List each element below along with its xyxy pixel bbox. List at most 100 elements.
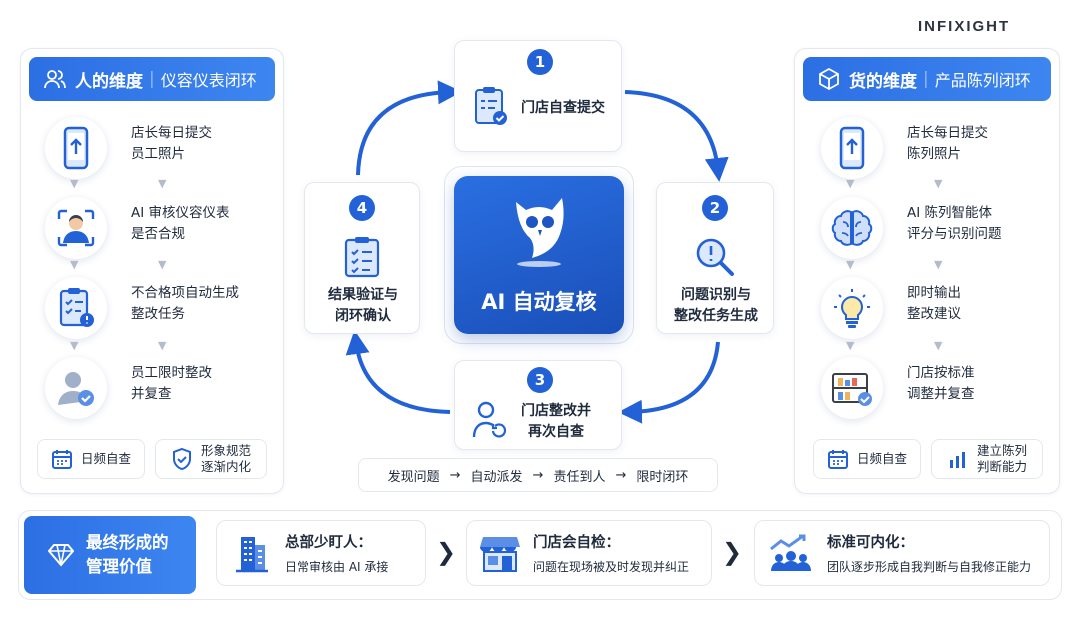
bar-chart-icon bbox=[949, 452, 965, 468]
value-item-3-desc: 团队逐步形成自我判断与自我修正能力 bbox=[827, 560, 1032, 574]
brain-icon bbox=[831, 210, 873, 246]
cycle-step-4-number: 4 bbox=[349, 195, 375, 221]
left-badge-norms-line1: 形象规范 bbox=[200, 443, 251, 458]
right-panel-subtitle: 产品陈列闭环 bbox=[934, 71, 1031, 90]
lightbulb-icon bbox=[834, 289, 870, 328]
flow-step-4: 限时闭环 bbox=[636, 469, 689, 485]
clipboard-check-icon bbox=[475, 87, 507, 125]
chevron-right-icon: ❯ bbox=[436, 538, 457, 566]
down-arrow-icon: ▼ bbox=[934, 258, 943, 271]
left-step-1: 店长每日提交 员工照片 bbox=[45, 117, 212, 179]
flow-step-3: 责任到人 bbox=[553, 469, 606, 485]
cycle-step-3-line1: 门店整改并 bbox=[521, 403, 591, 419]
down-arrow-icon: ▼ bbox=[158, 177, 167, 190]
flow-arrow: → bbox=[449, 467, 461, 483]
checklist-icon bbox=[344, 237, 380, 278]
down-arrow-icon: ▼ bbox=[846, 339, 855, 352]
right-step-2-line1: AI 陈列智能体 bbox=[907, 205, 993, 221]
right-badge-daily: 日频自查 bbox=[813, 439, 921, 479]
right-badge-ability-line1: 建立陈列 bbox=[976, 443, 1027, 458]
value-item-2: 门店会自检： 问题在现场被及时发现并纠正 bbox=[466, 520, 712, 586]
right-step-1: 店长每日提交 陈列照片 bbox=[821, 117, 988, 179]
left-step-4: 员工限时整改 并复查 bbox=[45, 357, 212, 419]
left-step-4-line1: 员工限时整改 bbox=[131, 365, 212, 381]
left-badge-daily: 日频自查 bbox=[37, 439, 145, 479]
right-step-3: 即时输出 整改建议 bbox=[821, 277, 961, 339]
value-item-1-title: 总部少盯人： bbox=[285, 535, 372, 551]
team-growth-icon bbox=[770, 534, 811, 571]
user-check-icon bbox=[58, 372, 94, 406]
value-item-2-title: 门店会自检： bbox=[533, 535, 620, 551]
value-item-1: 总部少盯人： 日常审核由 AI 承接 bbox=[216, 520, 426, 586]
down-arrow-icon: ▼ bbox=[70, 177, 79, 190]
box-icon bbox=[819, 67, 839, 91]
down-arrow-icon: ▼ bbox=[158, 258, 167, 271]
down-arrow-icon: ▼ bbox=[70, 339, 79, 352]
down-arrow-icon: ▼ bbox=[846, 258, 855, 271]
shelf-check-icon bbox=[832, 373, 872, 406]
right-step-4-line2: 调整并复查 bbox=[907, 386, 975, 402]
left-step-3: 不合格项自动生成 整改任务 bbox=[45, 277, 239, 339]
right-step-2: AI 陈列智能体 评分与识别问题 bbox=[821, 197, 1002, 259]
value-item-2-desc: 问题在现场被及时发现并纠正 bbox=[533, 560, 690, 574]
phone-upload-icon bbox=[839, 126, 865, 170]
cycle-step-3-label: 门店整改并 再次自查 bbox=[521, 401, 591, 443]
left-panel-header: 人的维度 | 仪容仪表闭环 bbox=[29, 57, 275, 101]
ai-review-core: AI 自动复核 bbox=[454, 176, 624, 334]
header-separator: | bbox=[149, 69, 155, 89]
cycle-arrows bbox=[345, 80, 729, 424]
cycle-step-2: 2 问题识别与 整改任务生成 bbox=[656, 182, 774, 334]
right-step-1-circle bbox=[821, 117, 883, 179]
value-title-box: 最终形成的 管理价值 bbox=[24, 516, 196, 594]
left-step-3-line2: 整改任务 bbox=[131, 306, 185, 322]
cycle-step-1-number: 1 bbox=[527, 49, 553, 75]
flow-step-1: 发现问题 bbox=[387, 469, 440, 485]
right-step-4-circle bbox=[821, 357, 883, 419]
search-alert-icon bbox=[696, 238, 734, 276]
right-badge-daily-text: 日频自查 bbox=[856, 451, 907, 466]
face-scan-icon bbox=[57, 209, 95, 247]
building-icon bbox=[236, 537, 268, 573]
right-step-2-line2: 评分与识别问题 bbox=[907, 226, 1002, 242]
left-panel: 人的维度 | 仪容仪表闭环 店长每日提交 员工照片 ▼ ▼ bbox=[20, 48, 284, 494]
left-step-4-circle bbox=[45, 357, 107, 419]
chevron-right-icon: ❯ bbox=[722, 538, 743, 566]
value-item-1-desc: 日常审核由 AI 承接 bbox=[285, 560, 389, 574]
right-step-1-line2: 陈列照片 bbox=[907, 146, 961, 162]
flow-step-2: 自动派发 bbox=[470, 469, 523, 485]
left-step-2-circle bbox=[45, 197, 107, 259]
right-step-3-line2: 整改建议 bbox=[907, 306, 961, 322]
left-step-2: AI 审核仪容仪表 是否合规 bbox=[45, 197, 230, 259]
arrow-3-to-4 bbox=[345, 330, 451, 414]
people-icon bbox=[44, 70, 66, 89]
cycle-step-4-line2: 闭环确认 bbox=[335, 308, 391, 324]
left-step-2-line1: AI 审核仪容仪表 bbox=[131, 205, 230, 221]
right-step-1-line1: 店长每日提交 bbox=[907, 125, 988, 141]
left-step-1-line1: 店长每日提交 bbox=[131, 125, 212, 141]
down-arrow-icon: ▼ bbox=[846, 177, 855, 190]
brand-logo: INFIXIGHT bbox=[918, 18, 1011, 35]
value-title-line2: 管理价值 bbox=[86, 557, 152, 576]
arrow-1-to-2 bbox=[624, 90, 729, 182]
right-badge-ability: 建立陈列 判断能力 bbox=[931, 439, 1043, 479]
user-refresh-icon bbox=[472, 401, 507, 438]
calendar-icon bbox=[827, 450, 848, 469]
right-panel-header: 货的维度 | 产品陈列闭环 bbox=[803, 57, 1051, 101]
left-panel-title: 人的维度 bbox=[75, 71, 143, 92]
arrow-4-to-1 bbox=[356, 80, 462, 176]
cycle-step-1: 1 门店自查提交 bbox=[454, 40, 622, 152]
right-step-4: 门店按标准 调整并复查 bbox=[821, 357, 975, 419]
diamond-icon bbox=[48, 544, 74, 567]
left-badge-norms-line2: 逐渐内化 bbox=[200, 459, 251, 474]
down-arrow-icon: ▼ bbox=[70, 258, 79, 271]
flow-arrow: → bbox=[532, 467, 544, 483]
cycle-step-4-label: 结果验证与 闭环确认 bbox=[305, 285, 421, 327]
down-arrow-icon: ▼ bbox=[934, 339, 943, 352]
cycle-step-4-line1: 结果验证与 bbox=[328, 287, 398, 303]
left-step-1-line2: 员工照片 bbox=[131, 146, 185, 162]
down-arrow-icon: ▼ bbox=[934, 177, 943, 190]
value-item-3-title: 标准可内化： bbox=[827, 535, 914, 551]
calendar-icon bbox=[51, 450, 72, 469]
cycle-step-4: 4 结果验证与 闭环确认 bbox=[304, 182, 420, 334]
shield-check-icon bbox=[172, 447, 191, 471]
